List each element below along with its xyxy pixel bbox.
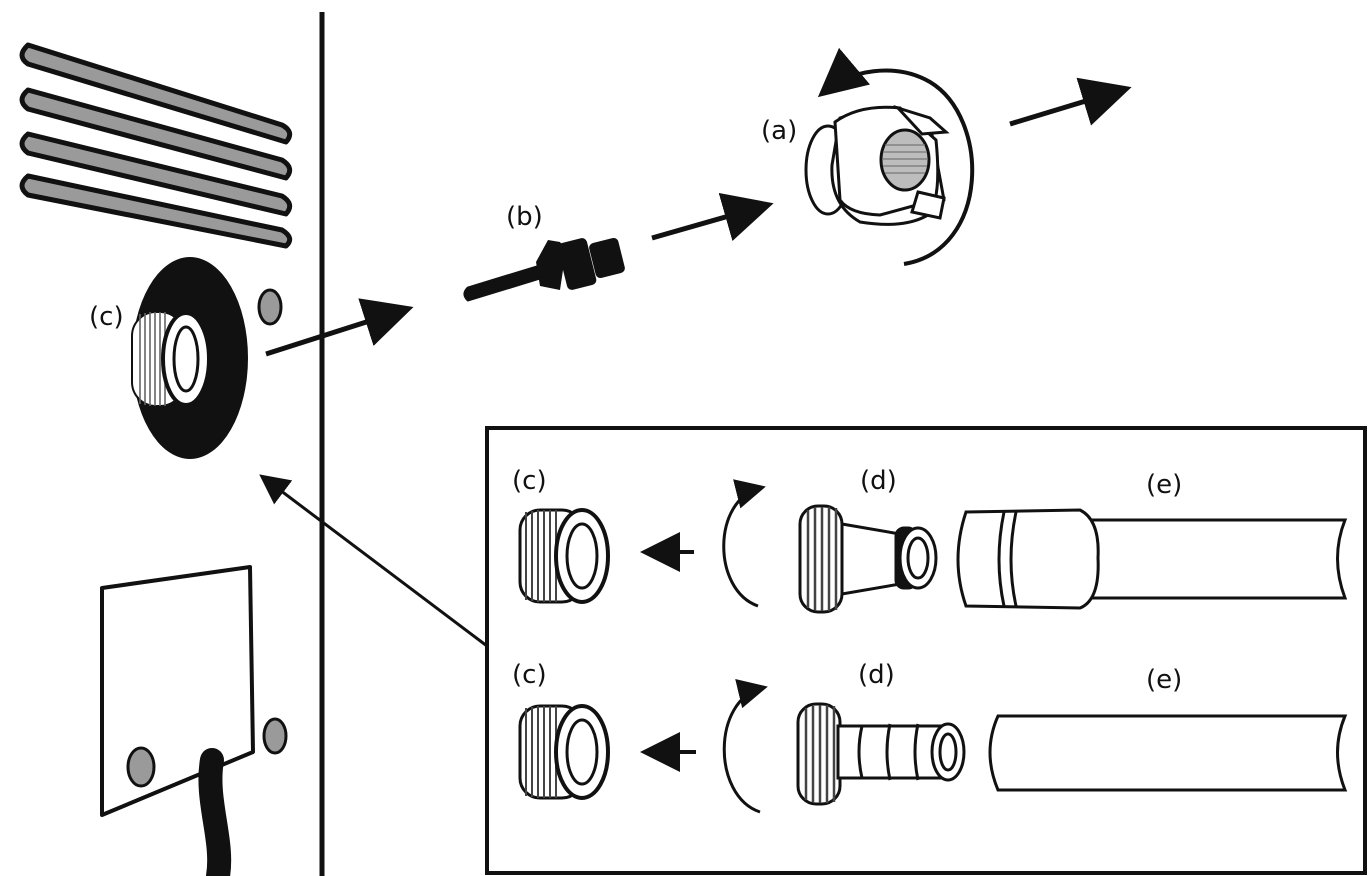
screw-dot: [126, 746, 156, 788]
vent-slot: [19, 173, 293, 249]
rotate-counterclockwise-arrow: [817, 47, 975, 266]
label-b: (b): [506, 202, 543, 232]
thread-adapter-top: [518, 508, 610, 604]
label-a: (a): [761, 116, 798, 146]
rotate-arrow-top: [722, 479, 766, 608]
vent-slot: [19, 42, 293, 145]
thread-adapter-bottom: [518, 704, 610, 800]
ventilation-slots: [19, 42, 293, 249]
arrow-remove-nozzle: [265, 298, 414, 357]
vent-slot: [19, 87, 293, 181]
label-e-bottom: (e): [1146, 665, 1183, 695]
rotate-arrow-bottom: [722, 679, 768, 814]
label-d-bottom: (d): [858, 660, 895, 690]
hose-bottom: [988, 714, 1348, 792]
power-cable: [198, 748, 232, 876]
hose-barb-connector-bottom: [796, 702, 966, 806]
hose-coupling-top: [956, 508, 1348, 610]
arrow-to-cap: [651, 192, 774, 242]
label-e-top: (e): [1146, 470, 1183, 500]
screw-dot: [257, 288, 283, 326]
quick-connector-top: [798, 504, 938, 614]
drain-nozzle: [463, 237, 625, 302]
inset-panel: [485, 426, 1367, 875]
label-d-top: (d): [860, 466, 897, 496]
drain-cap: [804, 104, 950, 226]
arrow-inset-to-port: [259, 474, 488, 648]
outlet-port: [131, 257, 248, 459]
cap-thread: [879, 128, 931, 192]
arrow-remove-cap: [1009, 77, 1132, 127]
label-c-bottom: (c): [512, 660, 547, 690]
cable-plate: [100, 565, 255, 876]
screw-dot: [262, 717, 288, 755]
label-c-top: (c): [512, 466, 547, 496]
vent-slot: [19, 131, 293, 217]
label-c-port: (c): [89, 302, 124, 332]
